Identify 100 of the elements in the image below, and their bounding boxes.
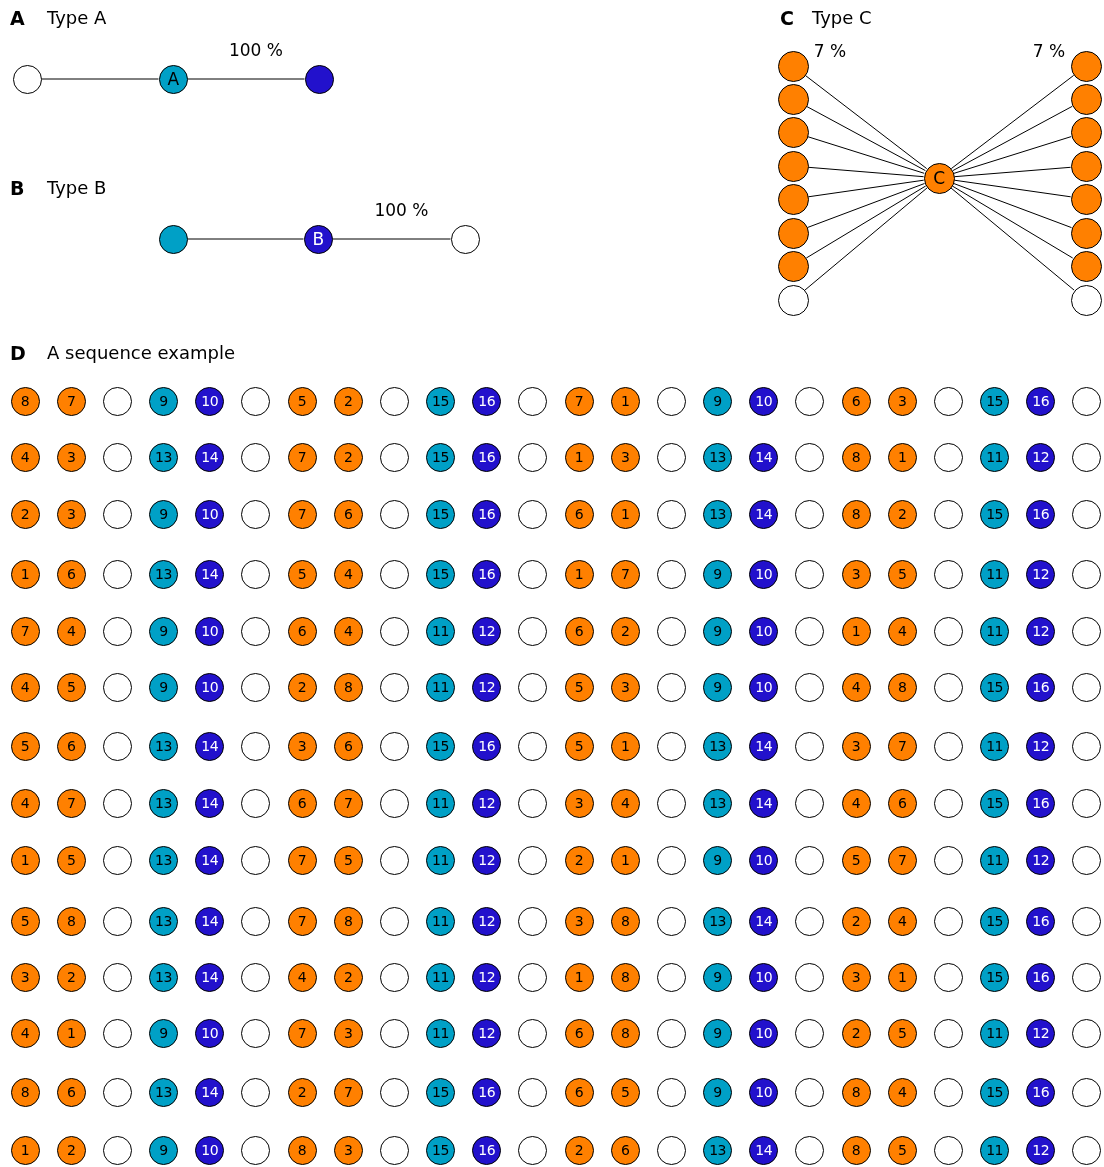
circle-node: 13 — [703, 499, 733, 529]
circle-node: 7 — [287, 499, 317, 529]
circle-node: 10 — [749, 386, 779, 416]
circle-node — [795, 845, 825, 875]
circle-node: 15 — [426, 731, 455, 761]
circle-node: 6 — [610, 1135, 640, 1165]
circle-node: 7 — [287, 845, 317, 875]
circle-node: 14 — [749, 1135, 779, 1165]
circle-node — [933, 672, 963, 702]
circle-node — [1070, 150, 1102, 182]
circle-node — [656, 845, 686, 875]
circle-node — [241, 788, 271, 818]
circle-node — [102, 1018, 132, 1048]
circle-node: 3 — [287, 731, 317, 761]
circle-node: 15 — [980, 962, 1010, 992]
circle-node: 8 — [841, 499, 871, 529]
circle-node: 11 — [980, 1018, 1010, 1048]
circle-node: 11 — [426, 962, 455, 992]
circle-node — [1072, 731, 1102, 761]
circle-node: 4 — [333, 559, 363, 589]
circle-node: 5 — [841, 845, 871, 875]
circle-node — [777, 116, 809, 148]
connector-line — [187, 238, 304, 240]
circle-node — [1070, 250, 1102, 282]
circle-node — [777, 250, 809, 282]
panel-letter: B — [10, 177, 25, 199]
circle-node — [379, 559, 409, 589]
circle-node — [102, 386, 132, 416]
circle-node: 2 — [333, 386, 363, 416]
circle-node — [777, 50, 809, 82]
circle-node: 3 — [610, 672, 640, 702]
circle-node: 14 — [195, 442, 225, 472]
circle-node: 16 — [1026, 906, 1056, 936]
circle-node: 4 — [56, 616, 86, 646]
circle-node — [102, 1135, 132, 1165]
circle-node: 16 — [472, 1135, 502, 1165]
circle-node — [102, 672, 132, 702]
circle-node — [795, 559, 825, 589]
circle-node: 4 — [841, 788, 871, 818]
circle-node: 6 — [56, 559, 86, 589]
circle-node: 13 — [149, 731, 178, 761]
circle-node — [933, 1135, 963, 1165]
circle-node — [379, 672, 409, 702]
circle-node — [656, 906, 686, 936]
circle-node: 13 — [149, 962, 178, 992]
connector-line — [807, 183, 925, 228]
circle-node: 5 — [887, 559, 917, 589]
circle-node — [795, 788, 825, 818]
circle-node: 15 — [980, 788, 1010, 818]
circle-node: 2 — [10, 499, 40, 529]
circle-node: 3 — [10, 962, 40, 992]
circle-node — [795, 962, 825, 992]
circle-node: 4 — [10, 672, 40, 702]
circle-node — [1070, 116, 1102, 148]
circle-node — [656, 1077, 686, 1107]
circle-node: 10 — [749, 559, 779, 589]
connector-line — [806, 105, 926, 172]
circle-node: 8 — [841, 1135, 871, 1165]
circle-node: 4 — [10, 1018, 40, 1048]
circle-node — [304, 64, 334, 94]
circle-node — [933, 386, 963, 416]
circle-node: 6 — [887, 788, 917, 818]
circle-node: 6 — [56, 731, 86, 761]
circle-node — [1072, 788, 1102, 818]
connector-line — [953, 182, 1072, 229]
circle-node: 2 — [887, 499, 917, 529]
circle-node: 16 — [472, 1077, 502, 1107]
circle-node: 11 — [980, 559, 1010, 589]
circle-node: 12 — [1026, 845, 1056, 875]
circle-node — [241, 672, 271, 702]
circle-node: 11 — [980, 845, 1010, 875]
circle-node: 1 — [610, 499, 640, 529]
circle-node: 8 — [333, 906, 363, 936]
circle-node: 13 — [703, 788, 733, 818]
circle-node: 4 — [610, 788, 640, 818]
circle-node — [777, 183, 809, 215]
circle-node — [102, 962, 132, 992]
circle-node: 12 — [472, 616, 502, 646]
circle-node: 5 — [56, 845, 86, 875]
circle-node: 9 — [703, 962, 733, 992]
connector-line — [41, 78, 159, 80]
circle-node: 14 — [749, 788, 779, 818]
circle-node — [379, 962, 409, 992]
circle-node: 12 — [472, 1018, 502, 1048]
circle-node: 2 — [56, 962, 86, 992]
circle-node: 14 — [195, 731, 225, 761]
circle-node: 4 — [887, 1077, 917, 1107]
circle-node: 8 — [610, 1018, 640, 1048]
circle-node — [1072, 499, 1102, 529]
circle-node: 16 — [472, 499, 502, 529]
circle-node — [102, 1077, 132, 1107]
panel-letter: A — [10, 7, 25, 29]
circle-node: 15 — [426, 1077, 455, 1107]
circle-node — [777, 83, 809, 115]
circle-node: 11 — [426, 616, 455, 646]
circle-node: 11 — [980, 442, 1010, 472]
circle-node — [158, 224, 188, 254]
circle-node: 12 — [1026, 1018, 1056, 1048]
circle-node — [656, 559, 686, 589]
circle-node: 5 — [287, 386, 317, 416]
